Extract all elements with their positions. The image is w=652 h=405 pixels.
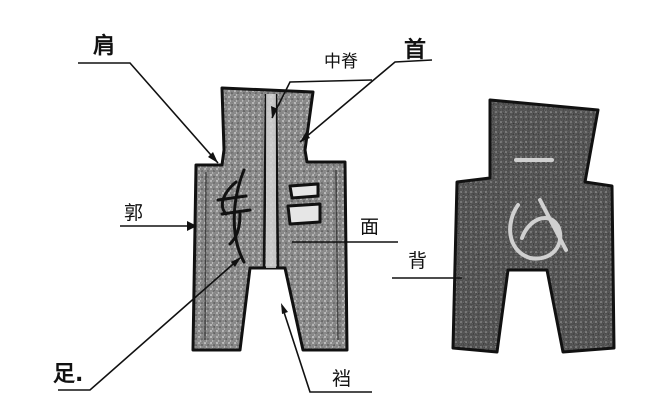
leader-jian [78,62,219,164]
label-dang: 裆 [332,368,352,390]
rim-line [204,169,339,341]
leader-dang [281,305,372,393]
spade-coin-back [451,98,616,354]
arrow-dang [281,303,288,314]
label-zhongji: 中脊 [324,52,358,72]
arrow-zu [231,257,241,267]
label-zu: 足. [53,362,84,387]
coin-face-outline [191,86,349,352]
label-bei: 背 [408,250,428,272]
arrow-guo [187,221,197,231]
leader-zhongji [271,79,373,119]
spade-coin-face [191,86,349,352]
coin-back-outline [451,98,616,354]
inscription-left [216,168,252,264]
leader-shou [299,59,433,143]
leader-zu [58,257,241,391]
label-guo: 郭 [124,202,144,224]
arrow-jian [208,152,218,163]
back-inscription [508,158,568,261]
leader-lines [58,59,462,393]
label-jian: 肩 [93,34,116,59]
label-mian: 面 [360,216,380,238]
arrow-shou [300,132,310,142]
label-shou: 首 [404,38,427,63]
arrow-zhongji [271,106,278,118]
central-ridge [262,93,280,269]
inscription-right [286,182,322,226]
